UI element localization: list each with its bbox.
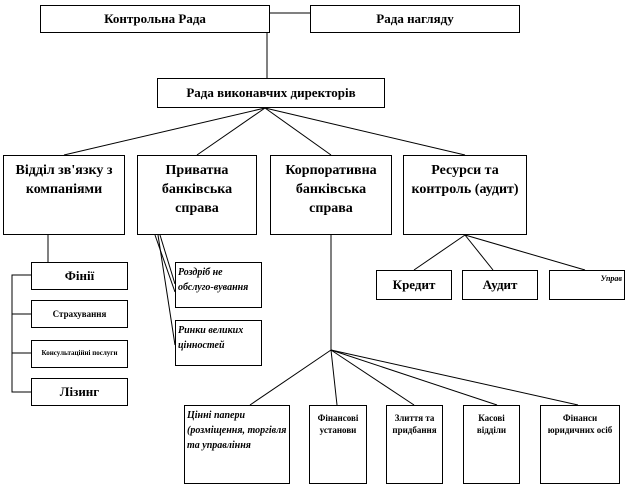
division-company-relations: Відділ зв'язку з компаніями — [3, 155, 125, 235]
unit-mergers: Злиття та придбання — [386, 405, 443, 484]
supervisory-board-box: Рада нагляду — [310, 5, 520, 33]
unit-wealth-markets: Ринки великих цінностей — [175, 320, 262, 366]
division-resources-control: Ресурси та контроль (аудит) — [403, 155, 527, 235]
unit-credit: Кредит — [376, 270, 452, 300]
unit-consulting: Консультаційні послуги — [31, 340, 128, 368]
control-board-box: Контрольна Рада — [40, 5, 270, 33]
unit-insurance: Страхування — [31, 300, 128, 328]
unit-retail: Роздріб не обслуго-вування — [175, 262, 262, 308]
division-corporate-banking: Корпоративна банківська справа — [270, 155, 392, 235]
unit-financial-institutions: Фінансові установи — [309, 405, 367, 484]
executive-board-box: Рада виконавчих директорів — [157, 78, 385, 108]
unit-leasing: Лізинг — [31, 378, 128, 406]
unit-management: Управ — [549, 270, 625, 300]
unit-corporate-finance: Фінанси юридичних осіб — [540, 405, 620, 484]
unit-finance: Фінії — [31, 262, 128, 290]
division-private-banking: Приватна банківська справа — [137, 155, 257, 235]
unit-audit: Аудит — [462, 270, 538, 300]
unit-securities: Цінні папери (розміщення, торгівля та уп… — [184, 405, 290, 484]
unit-cash-departments: Касові відділи — [463, 405, 520, 484]
